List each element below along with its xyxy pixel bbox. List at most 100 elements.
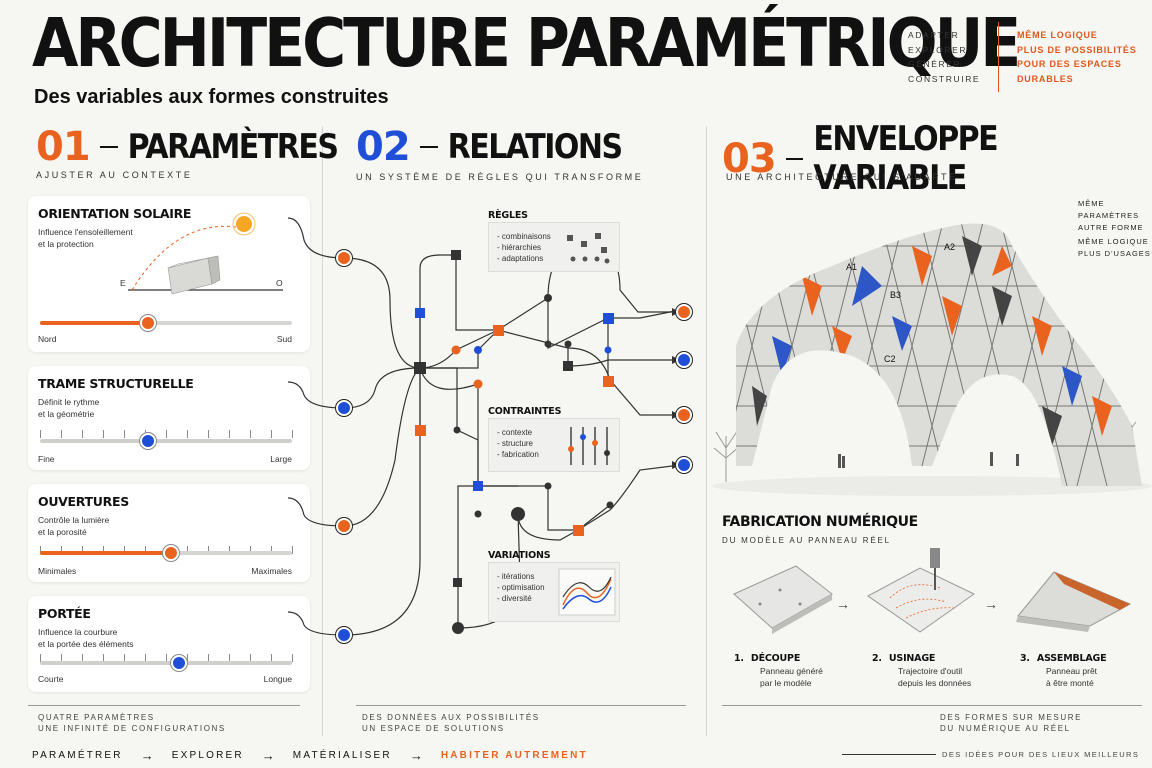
- column-divider: [706, 126, 707, 736]
- process-step: EXPLORER: [171, 750, 244, 761]
- card-title: OUVERTURES: [38, 494, 129, 509]
- section-name: PARAMÈTRES: [127, 127, 339, 167]
- section-name: ENVELOPPE VARIABLE: [813, 119, 998, 199]
- section-kicker: AJUSTER AU CONTEXTE: [36, 170, 193, 180]
- slider-max-label: Longue: [263, 674, 292, 684]
- header-divider: [998, 22, 999, 92]
- orientation-slider[interactable]: [40, 315, 292, 331]
- panel-label: B3: [890, 290, 901, 300]
- slider-knob[interactable]: [140, 433, 157, 449]
- slider-knob[interactable]: [170, 655, 187, 671]
- arrow-icon: →: [984, 596, 998, 612]
- dash: [419, 146, 438, 148]
- verb-item: EXPLORER: [908, 44, 968, 55]
- benefit-item: DURABLES: [1017, 73, 1074, 84]
- variations-box: - itérations- optimisation- diversité: [488, 562, 620, 622]
- section-number: 01: [36, 124, 91, 170]
- slider-tick: [208, 546, 209, 554]
- section-kicker: UNE ARCHITECTURE QUI S'ADAPTE: [726, 172, 958, 182]
- slider-tick: [271, 430, 272, 438]
- sun-diagram: [128, 212, 283, 295]
- slider-tick: [61, 546, 62, 554]
- slider-tick: [187, 546, 188, 554]
- section-number: 02: [356, 124, 411, 170]
- slider-tick: [145, 546, 146, 554]
- fabrication-panels: [733, 548, 1132, 634]
- process-step: PARAMÉTRER: [32, 750, 123, 761]
- verb-item: GÉNÉRER: [908, 59, 962, 69]
- section-kicker: UN SYSTÈME DE RÈGLES QUI TRANSFORME: [356, 172, 644, 182]
- section-1-header: 01 PARAMÈTRES: [36, 124, 339, 170]
- slider-tick: [292, 546, 293, 554]
- slider-tick: [61, 430, 62, 438]
- column-divider: [322, 126, 323, 736]
- slider-tick: [292, 654, 293, 662]
- card-title: TRAME STRUCTURELLE: [38, 376, 194, 391]
- page-subtitle: Des variables aux formes construites: [34, 86, 389, 108]
- slider-knob[interactable]: [163, 545, 180, 561]
- param-card-orientation: ORIENTATION SOLAIRE Influence l'ensoleil…: [28, 196, 310, 352]
- slider-knob[interactable]: [140, 315, 157, 331]
- slider-tick: [40, 430, 41, 438]
- slider-tick: [40, 654, 41, 662]
- constraints-box: - contexte- structure- fabrication: [488, 418, 620, 472]
- slider-tick: [124, 546, 125, 554]
- tagline-rule: [842, 754, 936, 755]
- slider-min-label: Minimales: [38, 566, 77, 576]
- verb-list: ADAPTER EXPLORER GÉNÉRER CONSTRUIRE: [908, 28, 980, 86]
- fabrication-subtitle: DU MODÈLE AU PANNEAU RÉEL: [722, 536, 891, 545]
- pavilion-illustration: A1 A2 B3 C2: [712, 223, 1152, 496]
- ouvertures-slider[interactable]: [40, 545, 292, 561]
- rules-icon: [567, 233, 610, 264]
- section-3-header: 03 ENVELOPPE VARIABLE: [722, 120, 1152, 198]
- slider-max-label: Sud: [276, 334, 292, 344]
- page-title: ARCHITECTURE PARAMÉTRIQUE: [32, 4, 1021, 83]
- panel-label: C2: [884, 354, 896, 364]
- slider-tick: [124, 654, 125, 662]
- slider-tick: [166, 654, 167, 662]
- section-rule: [722, 705, 1142, 706]
- slider-tick: [208, 654, 209, 662]
- process-step-highlight: HABITER AUTREMENT: [440, 750, 588, 761]
- slider-tick: [166, 430, 167, 438]
- compass-west-label: O: [276, 278, 283, 288]
- dash: [785, 158, 804, 160]
- slider-tick: [229, 654, 230, 662]
- slider-ticks: [40, 430, 293, 438]
- slider-tick: [82, 546, 83, 554]
- section-number: 03: [722, 136, 777, 182]
- slider-min-label: Fine: [38, 454, 55, 464]
- slider-max-label: Large: [270, 454, 292, 464]
- panel-label: A1: [846, 262, 857, 272]
- slider-tick: [103, 654, 104, 662]
- portee-slider[interactable]: [40, 655, 292, 671]
- fabrication-title: FABRICATION NUMÉRIQUE: [722, 514, 918, 530]
- section-2-header: 02 RELATIONS: [356, 124, 623, 170]
- slider-max-label: Maximales: [251, 566, 292, 576]
- slider-min-label: Courte: [38, 674, 64, 684]
- process-step: MATÉRIALISER: [292, 750, 392, 761]
- arrow-icon: →: [836, 596, 850, 612]
- trame-slider[interactable]: [40, 433, 292, 449]
- constraints-box-title: CONTRAINTES: [488, 406, 562, 417]
- card-title: PORTÉE: [38, 606, 91, 621]
- slider-tick: [187, 654, 188, 662]
- section-name: RELATIONS: [447, 127, 623, 167]
- slider-tick: [61, 654, 62, 662]
- slider-fill: [40, 551, 172, 555]
- benefit-item: MÊME LOGIQUE: [1017, 30, 1098, 40]
- verb-item: CONSTRUIRE: [908, 73, 981, 84]
- benefit-item: POUR DES ESPACES: [1017, 59, 1122, 69]
- slider-fill: [40, 321, 149, 325]
